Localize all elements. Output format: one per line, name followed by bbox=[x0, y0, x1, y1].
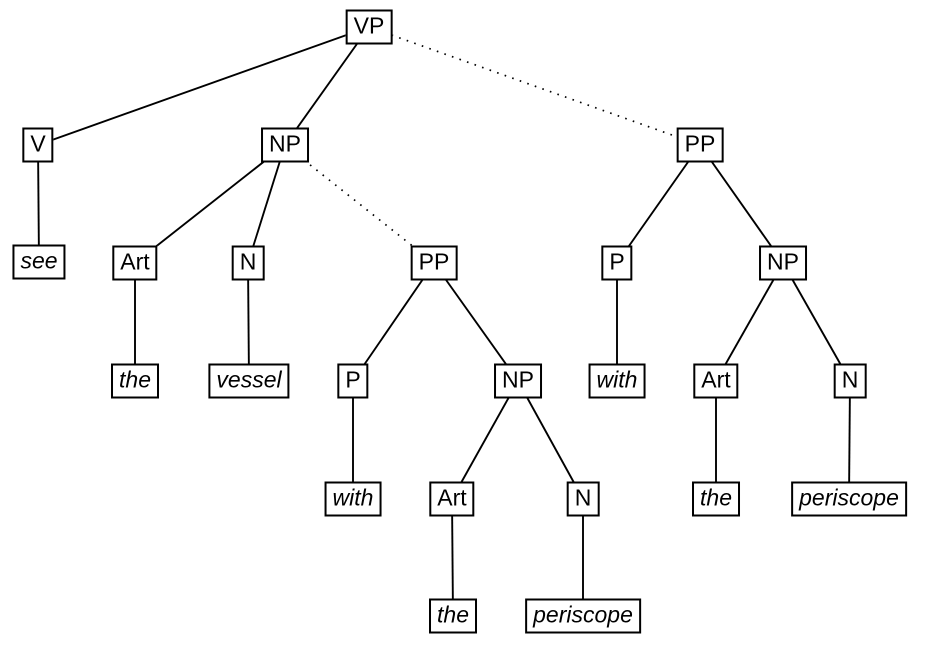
tree-node-p1: P bbox=[337, 363, 369, 399]
tree-edge-np2-art2 bbox=[451, 380, 519, 500]
tree-node-p2: P bbox=[601, 245, 633, 281]
tree-edge-v-see bbox=[37, 144, 40, 263]
tree-node-periscope3: periscope bbox=[791, 481, 907, 517]
tree-node-vessel: vessel bbox=[208, 363, 290, 399]
tree-edge-np3-n3 bbox=[782, 262, 851, 382]
tree-edge-np1-art1 bbox=[134, 144, 286, 264]
tree-edge-pp1-np2 bbox=[433, 262, 519, 382]
tree-node-vp: VP bbox=[345, 9, 393, 45]
tree-node-n2: N bbox=[566, 481, 600, 517]
tree-edge-n3-periscope3 bbox=[848, 380, 851, 500]
tree-node-v: V bbox=[22, 127, 54, 163]
tree-node-periscope2: periscope bbox=[525, 598, 641, 634]
tree-node-np1: NP bbox=[261, 127, 309, 163]
tree-node-with2: with bbox=[588, 363, 646, 399]
tree-node-n1: N bbox=[231, 245, 265, 281]
tree-edge-np1-n1 bbox=[247, 144, 286, 264]
tree-node-the3: the bbox=[692, 481, 740, 517]
tree-node-see: see bbox=[12, 244, 66, 280]
tree-edge-pp2-np3 bbox=[699, 144, 784, 264]
tree-edge-vp-pp2-dotted bbox=[368, 26, 701, 146]
tree-node-art1: Art bbox=[112, 245, 158, 281]
tree-edge-vp-v bbox=[37, 26, 370, 146]
tree-node-the1: the bbox=[111, 363, 159, 399]
tree-edge-pp1-p1 bbox=[352, 262, 435, 382]
tree-node-with1: with bbox=[324, 481, 382, 517]
tree-edge-n1-vessel bbox=[247, 262, 250, 382]
tree-node-n3: N bbox=[833, 363, 867, 399]
tree-edge-np3-art3 bbox=[715, 262, 784, 382]
tree-node-np3: NP bbox=[759, 245, 807, 281]
tree-node-pp2: PP bbox=[676, 127, 724, 163]
tree-node-pp1: PP bbox=[410, 245, 458, 281]
tree-edge-pp2-p2 bbox=[616, 144, 701, 264]
tree-edge-vp-np1 bbox=[284, 26, 370, 146]
tree-node-art3: Art bbox=[693, 363, 739, 399]
tree-edge-np2-n2 bbox=[517, 380, 584, 500]
tree-node-np2: NP bbox=[494, 363, 542, 399]
tree-node-the2: the bbox=[429, 598, 477, 634]
tree-edge-art2-the2 bbox=[451, 498, 454, 617]
tree-node-art2: Art bbox=[429, 481, 475, 517]
